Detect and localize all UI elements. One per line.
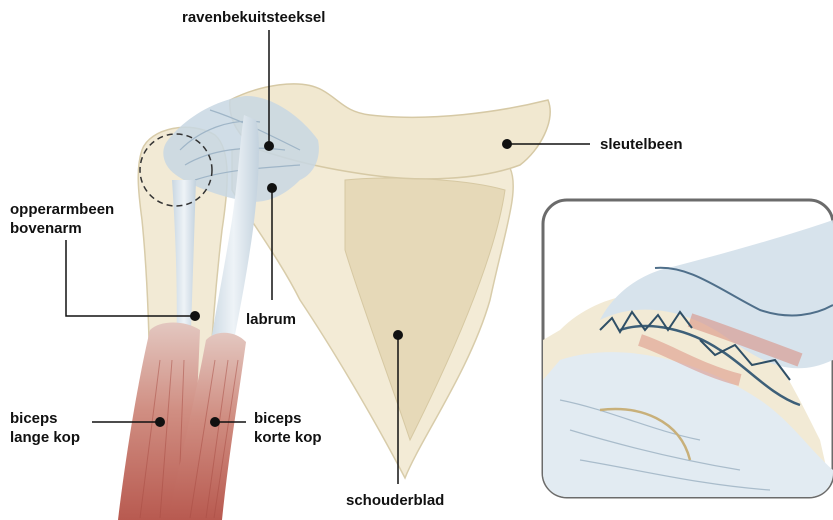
label-clavicle: sleutelbeen: [600, 135, 683, 154]
label-biceps-long-head: biceps lange kop: [10, 409, 80, 447]
label-humerus: opperarmbeen bovenarm: [10, 200, 114, 238]
label-biceps-short-head: biceps korte kop: [254, 409, 322, 447]
inset-zoom-panel: [543, 200, 833, 497]
label-scapula: schouderblad: [346, 491, 444, 510]
label-labrum: labrum: [246, 310, 296, 329]
label-coracoid: ravenbekuitsteeksel: [182, 8, 325, 27]
